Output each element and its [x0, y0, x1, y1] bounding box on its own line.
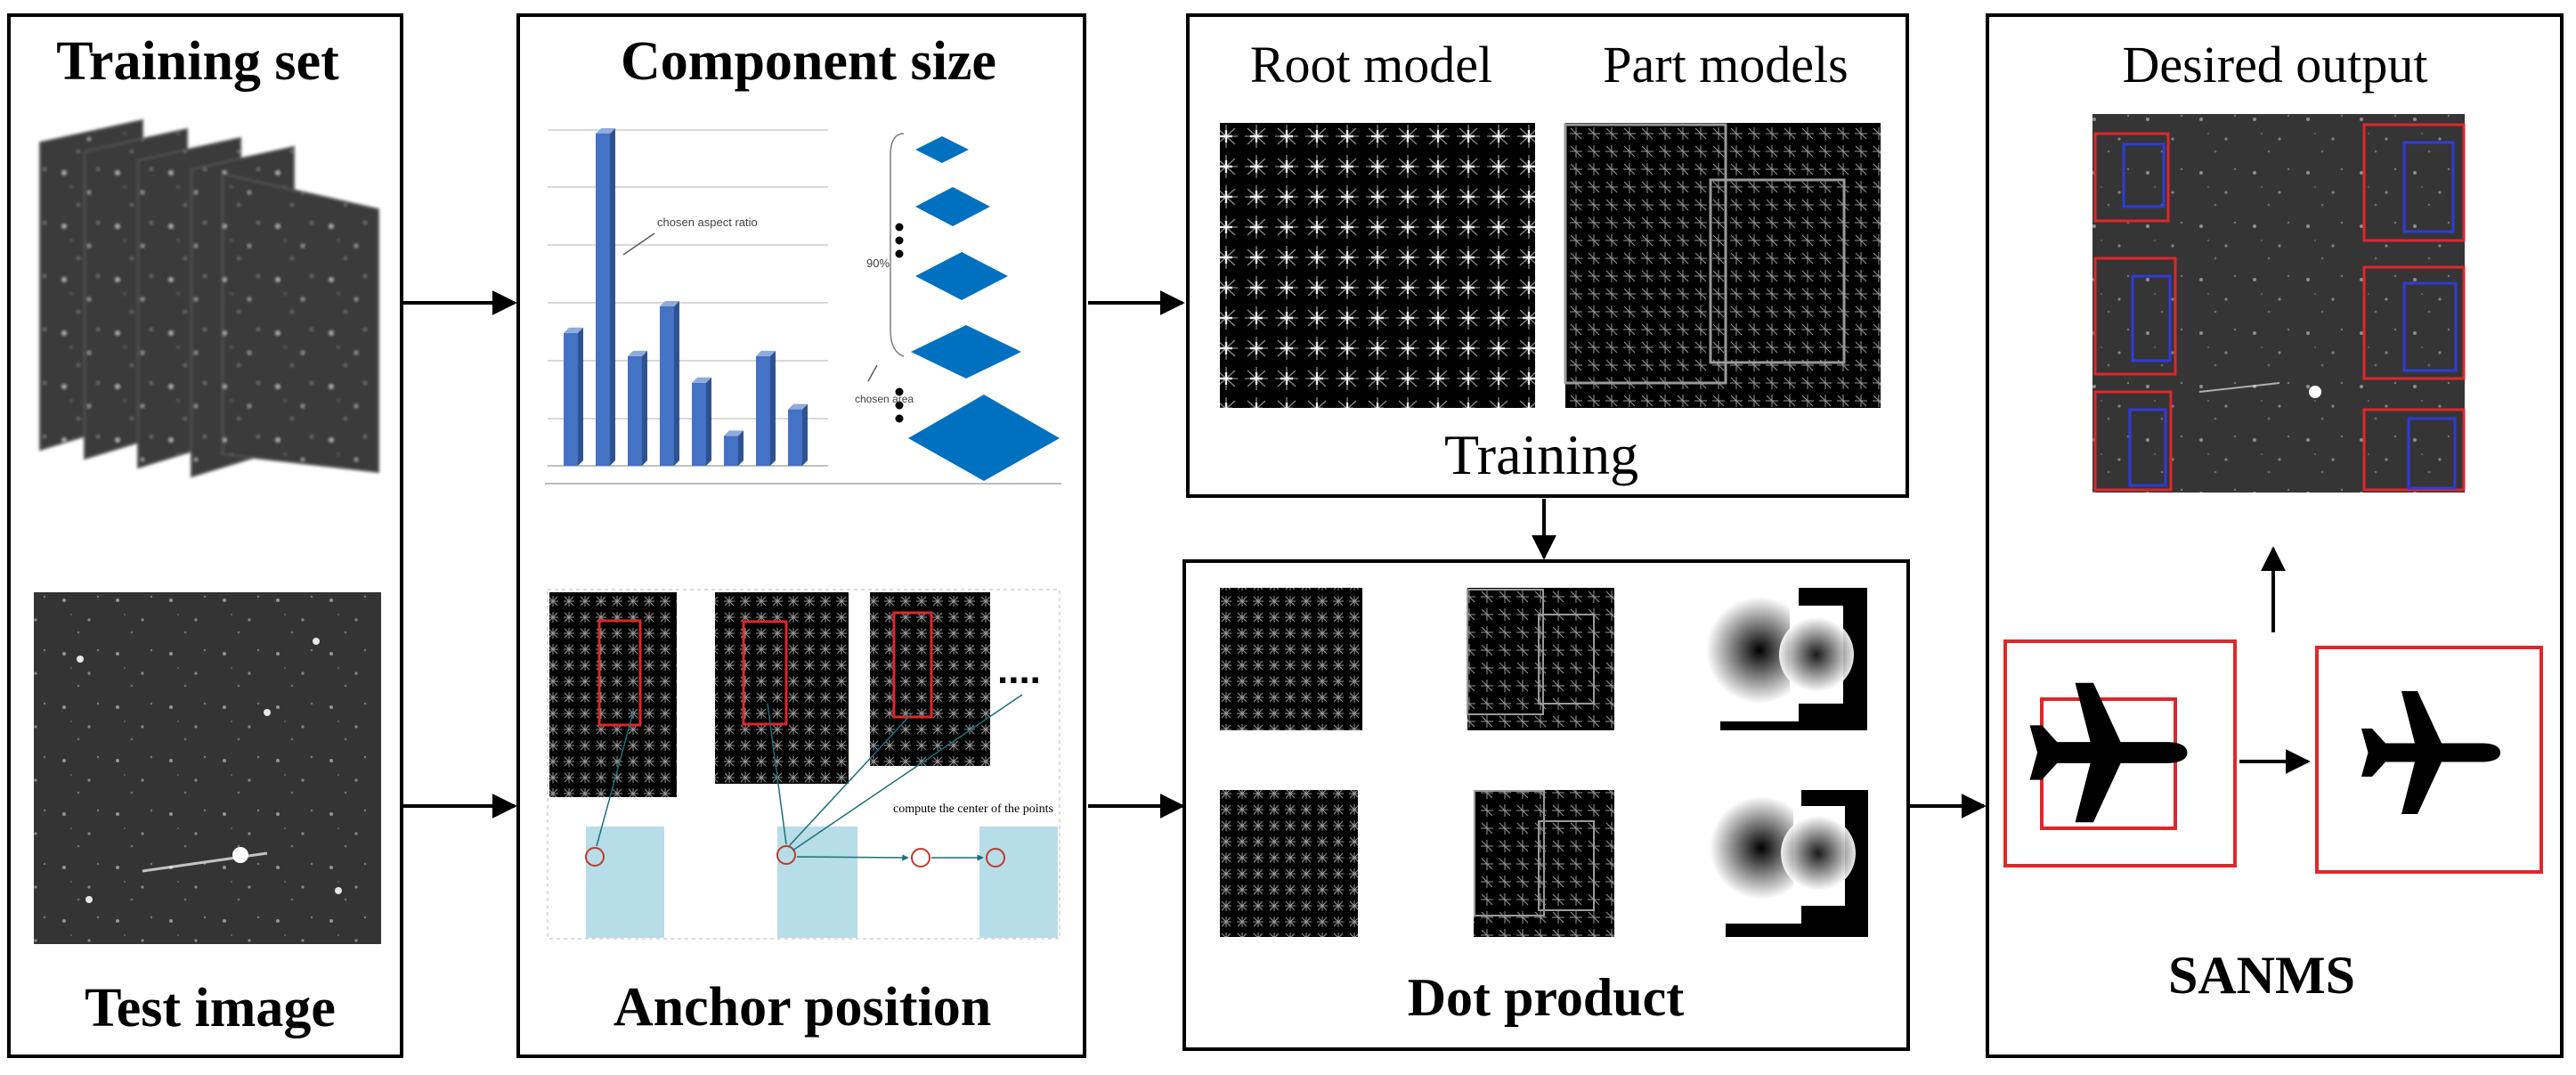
chart-annotation-leader [622, 232, 655, 256]
diamond-2 [915, 187, 990, 226]
test-sar-image [34, 592, 381, 944]
root-model-hog-image [1220, 123, 1535, 408]
chart-percent-annotation: 90% [866, 257, 890, 270]
bar-top-8 [788, 403, 808, 410]
test-image-title: Test image [85, 978, 336, 1038]
bar-side-1 [578, 327, 583, 466]
bar-top-7 [756, 350, 776, 356]
anchor-position-title: Anchor position [614, 977, 991, 1038]
component-size-chart: chosen aspect ratio 90% chosen area [545, 128, 1061, 485]
data-panel-border [7, 13, 403, 1058]
anchor-position-figure: .... compute the center of the points [547, 589, 1060, 940]
bar-5 [692, 382, 706, 466]
training-panel-border [1186, 13, 1909, 498]
anchor-sample-1 [549, 592, 677, 797]
part-models-hog-image [1565, 123, 1881, 408]
deformation-map-1 [1706, 588, 1867, 730]
dot-product-title: Dot product [1408, 968, 1685, 1027]
bar-3 [628, 355, 642, 466]
bar-side-6 [738, 430, 744, 466]
bar-6 [724, 436, 738, 466]
bar-1 [564, 332, 578, 466]
chart-area-annotation: chosen area [855, 393, 914, 405]
bar-side-4 [674, 300, 679, 466]
airplane-icon [2361, 691, 2500, 814]
diamond-5 [908, 395, 1060, 481]
bar-8 [788, 409, 802, 466]
dot-part-hog-1 [1467, 588, 1614, 730]
bracket [890, 133, 905, 357]
bar-top-3 [628, 350, 647, 356]
bar-4 [660, 305, 674, 466]
diamond-3 [915, 252, 1008, 300]
bar-top-1 [564, 327, 583, 333]
bar-side-2 [610, 128, 615, 466]
output-panel-border [1986, 13, 2564, 1058]
bar-top-4 [660, 300, 679, 306]
diamond-4 [911, 325, 1021, 379]
bar-2 [596, 134, 610, 466]
bar-side-3 [642, 350, 647, 466]
chart-bar-annotation: chosen aspect ratio [657, 216, 758, 229]
anchor-sample-2 [715, 592, 849, 784]
component-size-title: Component size [621, 31, 996, 92]
bar-top-6 [724, 430, 744, 436]
training-image-stack [39, 118, 379, 478]
center-annotation: compute the center of the points [893, 802, 1053, 816]
bar-side-8 [802, 403, 808, 466]
bar-top-2 [596, 128, 615, 134]
training-caption: Training [1444, 423, 1638, 486]
more-samples-ellipsis: .... [997, 648, 1041, 692]
training-panel: Root model Part models Training [1186, 13, 1909, 498]
airplane-icon [2029, 682, 2188, 823]
dot-product-panel: Dot product [1182, 559, 1910, 1051]
output-panel: Desired output [1986, 13, 2564, 1058]
desired-output-title: Desired output [2122, 36, 2427, 94]
bar-7 [756, 355, 770, 466]
bar-top-5 [692, 377, 711, 383]
anchor-panel: Component size chosen aspect ratio 90% c… [516, 13, 1086, 1058]
sanms-label: SANMS [2168, 946, 2355, 1005]
root-model-label: Root model [1250, 36, 1492, 94]
part-models-label: Part models [1603, 36, 1848, 94]
dot-product-panel-border [1182, 559, 1910, 1051]
sanms-input-boxes [2003, 639, 2237, 867]
bar-side-7 [770, 350, 776, 466]
training-set-title: Training set [56, 31, 339, 92]
dot-root-hog-1 [1220, 588, 1362, 730]
anchor-panel-border [516, 13, 1086, 1058]
dot-root-hog-2 [1220, 790, 1358, 937]
deformation-map-2 [1710, 790, 1868, 937]
bar-side-5 [706, 377, 711, 466]
desired-output-image [2092, 114, 2466, 493]
diamond-1 [915, 136, 969, 163]
sanms-output-box [2315, 646, 2543, 874]
data-panel: Training set Test image [7, 13, 403, 1058]
